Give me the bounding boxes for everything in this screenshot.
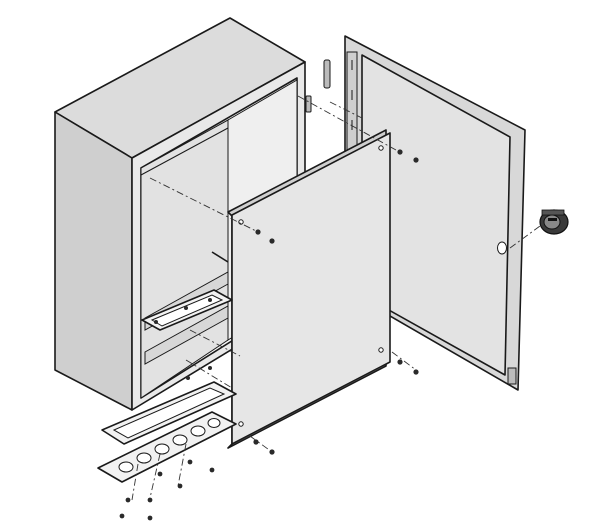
screw-icon (413, 157, 419, 163)
mounting-stud (211, 251, 229, 263)
lock-icon (539, 209, 569, 235)
hinge-icon (305, 95, 312, 113)
screw-set (119, 149, 419, 521)
gland-plate-with-holes (97, 411, 237, 483)
screw-icon (184, 306, 188, 310)
screw-icon (157, 471, 163, 477)
screw-icon (209, 467, 215, 473)
screw-icon (413, 369, 419, 375)
screw-icon (147, 497, 153, 503)
hinge-icon (507, 367, 517, 385)
screw-icon (269, 238, 275, 244)
screw-icon (147, 515, 153, 521)
screw-icon (397, 359, 403, 365)
gland-plate-gasket-lower (101, 381, 237, 445)
cabinet-inner-rail-lower (144, 305, 229, 365)
cabinet-left-side (54, 111, 133, 411)
mounting-panel-face (231, 132, 391, 445)
panel-mount-holes (238, 145, 384, 427)
door-lock-hole (497, 241, 507, 255)
inner-ledge-line (140, 127, 229, 176)
screw-icon (208, 298, 212, 302)
screw-icon (177, 483, 183, 489)
screw-icon (187, 459, 193, 465)
cable-entry-holes (118, 418, 221, 473)
screw-icon (186, 376, 190, 380)
screw-icon (255, 229, 261, 235)
hinge-icon (323, 59, 331, 89)
mounting-panel (227, 129, 391, 449)
screw-icon (125, 497, 131, 503)
screw-icon (253, 439, 259, 445)
assembly-guide-lines (131, 95, 541, 501)
screw-icon (119, 513, 125, 519)
screw-icon (269, 449, 275, 455)
screw-icon (208, 366, 212, 370)
screw-icon (154, 320, 158, 324)
screw-icon (397, 149, 403, 155)
cabinet-hinge-pins (305, 59, 331, 113)
